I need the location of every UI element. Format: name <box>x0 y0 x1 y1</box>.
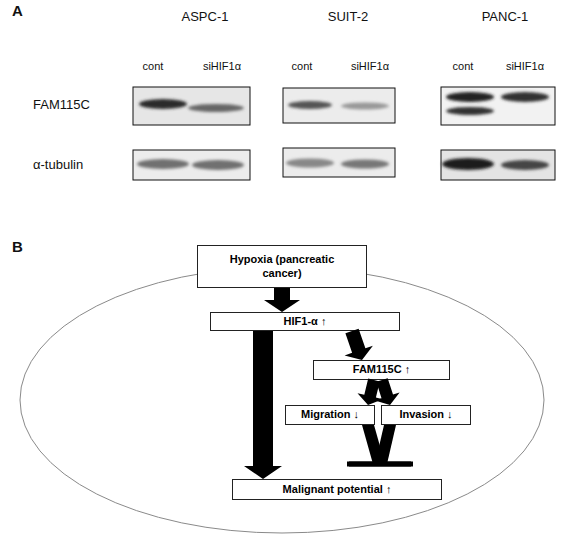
block-arrow <box>244 331 282 479</box>
blot-panel <box>133 150 250 180</box>
cell-line-label: ASPC-1 <box>182 10 229 25</box>
blot-band <box>137 159 189 169</box>
lane-label: cont <box>453 60 474 73</box>
inhibition-connector <box>347 425 411 467</box>
panel-letter: A <box>12 2 23 19</box>
process-box: FAM115C ↑ <box>313 360 450 380</box>
lane-label: cont <box>292 60 313 73</box>
block-arrow-shape <box>345 329 373 360</box>
blot-band <box>501 160 549 170</box>
blot-band <box>446 107 494 115</box>
blot-panel <box>283 148 395 177</box>
process-box: Invasion ↓ <box>381 405 471 425</box>
block-arrow-shape <box>358 379 383 405</box>
block-arrow-shape <box>375 378 400 405</box>
panel-letter: B <box>12 238 23 255</box>
blot-panel <box>441 87 555 125</box>
lane-label: siHIF1α <box>506 60 544 73</box>
lane-label: cont <box>143 60 164 73</box>
blot-band <box>139 99 187 109</box>
connector-shaft <box>375 425 396 464</box>
block-arrow <box>264 288 300 312</box>
blot-panel <box>441 150 555 180</box>
connector-shaft <box>362 425 385 464</box>
cell-line-label: PANC-1 <box>482 10 529 25</box>
lane-label: siHIF1α <box>203 60 241 73</box>
blot-band <box>341 103 389 110</box>
block-arrow-shape <box>264 288 300 312</box>
process-box: HIF1-α ↑ <box>210 312 400 331</box>
box-text: Migration ↓ <box>301 408 359 422</box>
protein-label: FAM115C <box>33 98 90 113</box>
process-box: Migration ↓ <box>285 405 375 425</box>
blot-band <box>192 160 244 170</box>
cell-outline <box>20 267 544 533</box>
block-arrow-shape <box>244 331 282 479</box>
cell-line-label: SUIT-2 <box>328 10 368 25</box>
block-arrow <box>345 329 373 360</box>
blot-band <box>501 92 549 102</box>
process-box: Hypoxia (pancreatic cancer) <box>197 245 367 288</box>
inhibition-connector <box>349 425 413 467</box>
block-arrow <box>375 378 400 405</box>
block-arrow <box>358 379 383 405</box>
blot-panel <box>283 88 395 123</box>
lane-label: siHIF1α <box>351 60 389 73</box>
box-text: Malignant potential ↑ <box>283 483 392 497</box>
inhibition-bar <box>347 462 411 467</box>
blot-band <box>442 158 494 170</box>
protein-label: α-tubulin <box>33 158 83 173</box>
process-box: Malignant potential ↑ <box>232 479 442 500</box>
blot-band <box>288 101 332 109</box>
box-text: Invasion ↓ <box>399 408 452 422</box>
blot-band <box>341 160 389 169</box>
inhibition-bar <box>349 462 413 467</box>
blot-band <box>286 159 334 168</box>
box-text: Hypoxia (pancreatic cancer) <box>223 253 341 281</box>
box-text: HIF1-α ↑ <box>284 315 327 329</box>
blot-band <box>188 104 244 112</box>
blot-band <box>446 92 494 102</box>
box-text: FAM115C ↑ <box>353 363 410 377</box>
blot-panel <box>133 87 250 125</box>
